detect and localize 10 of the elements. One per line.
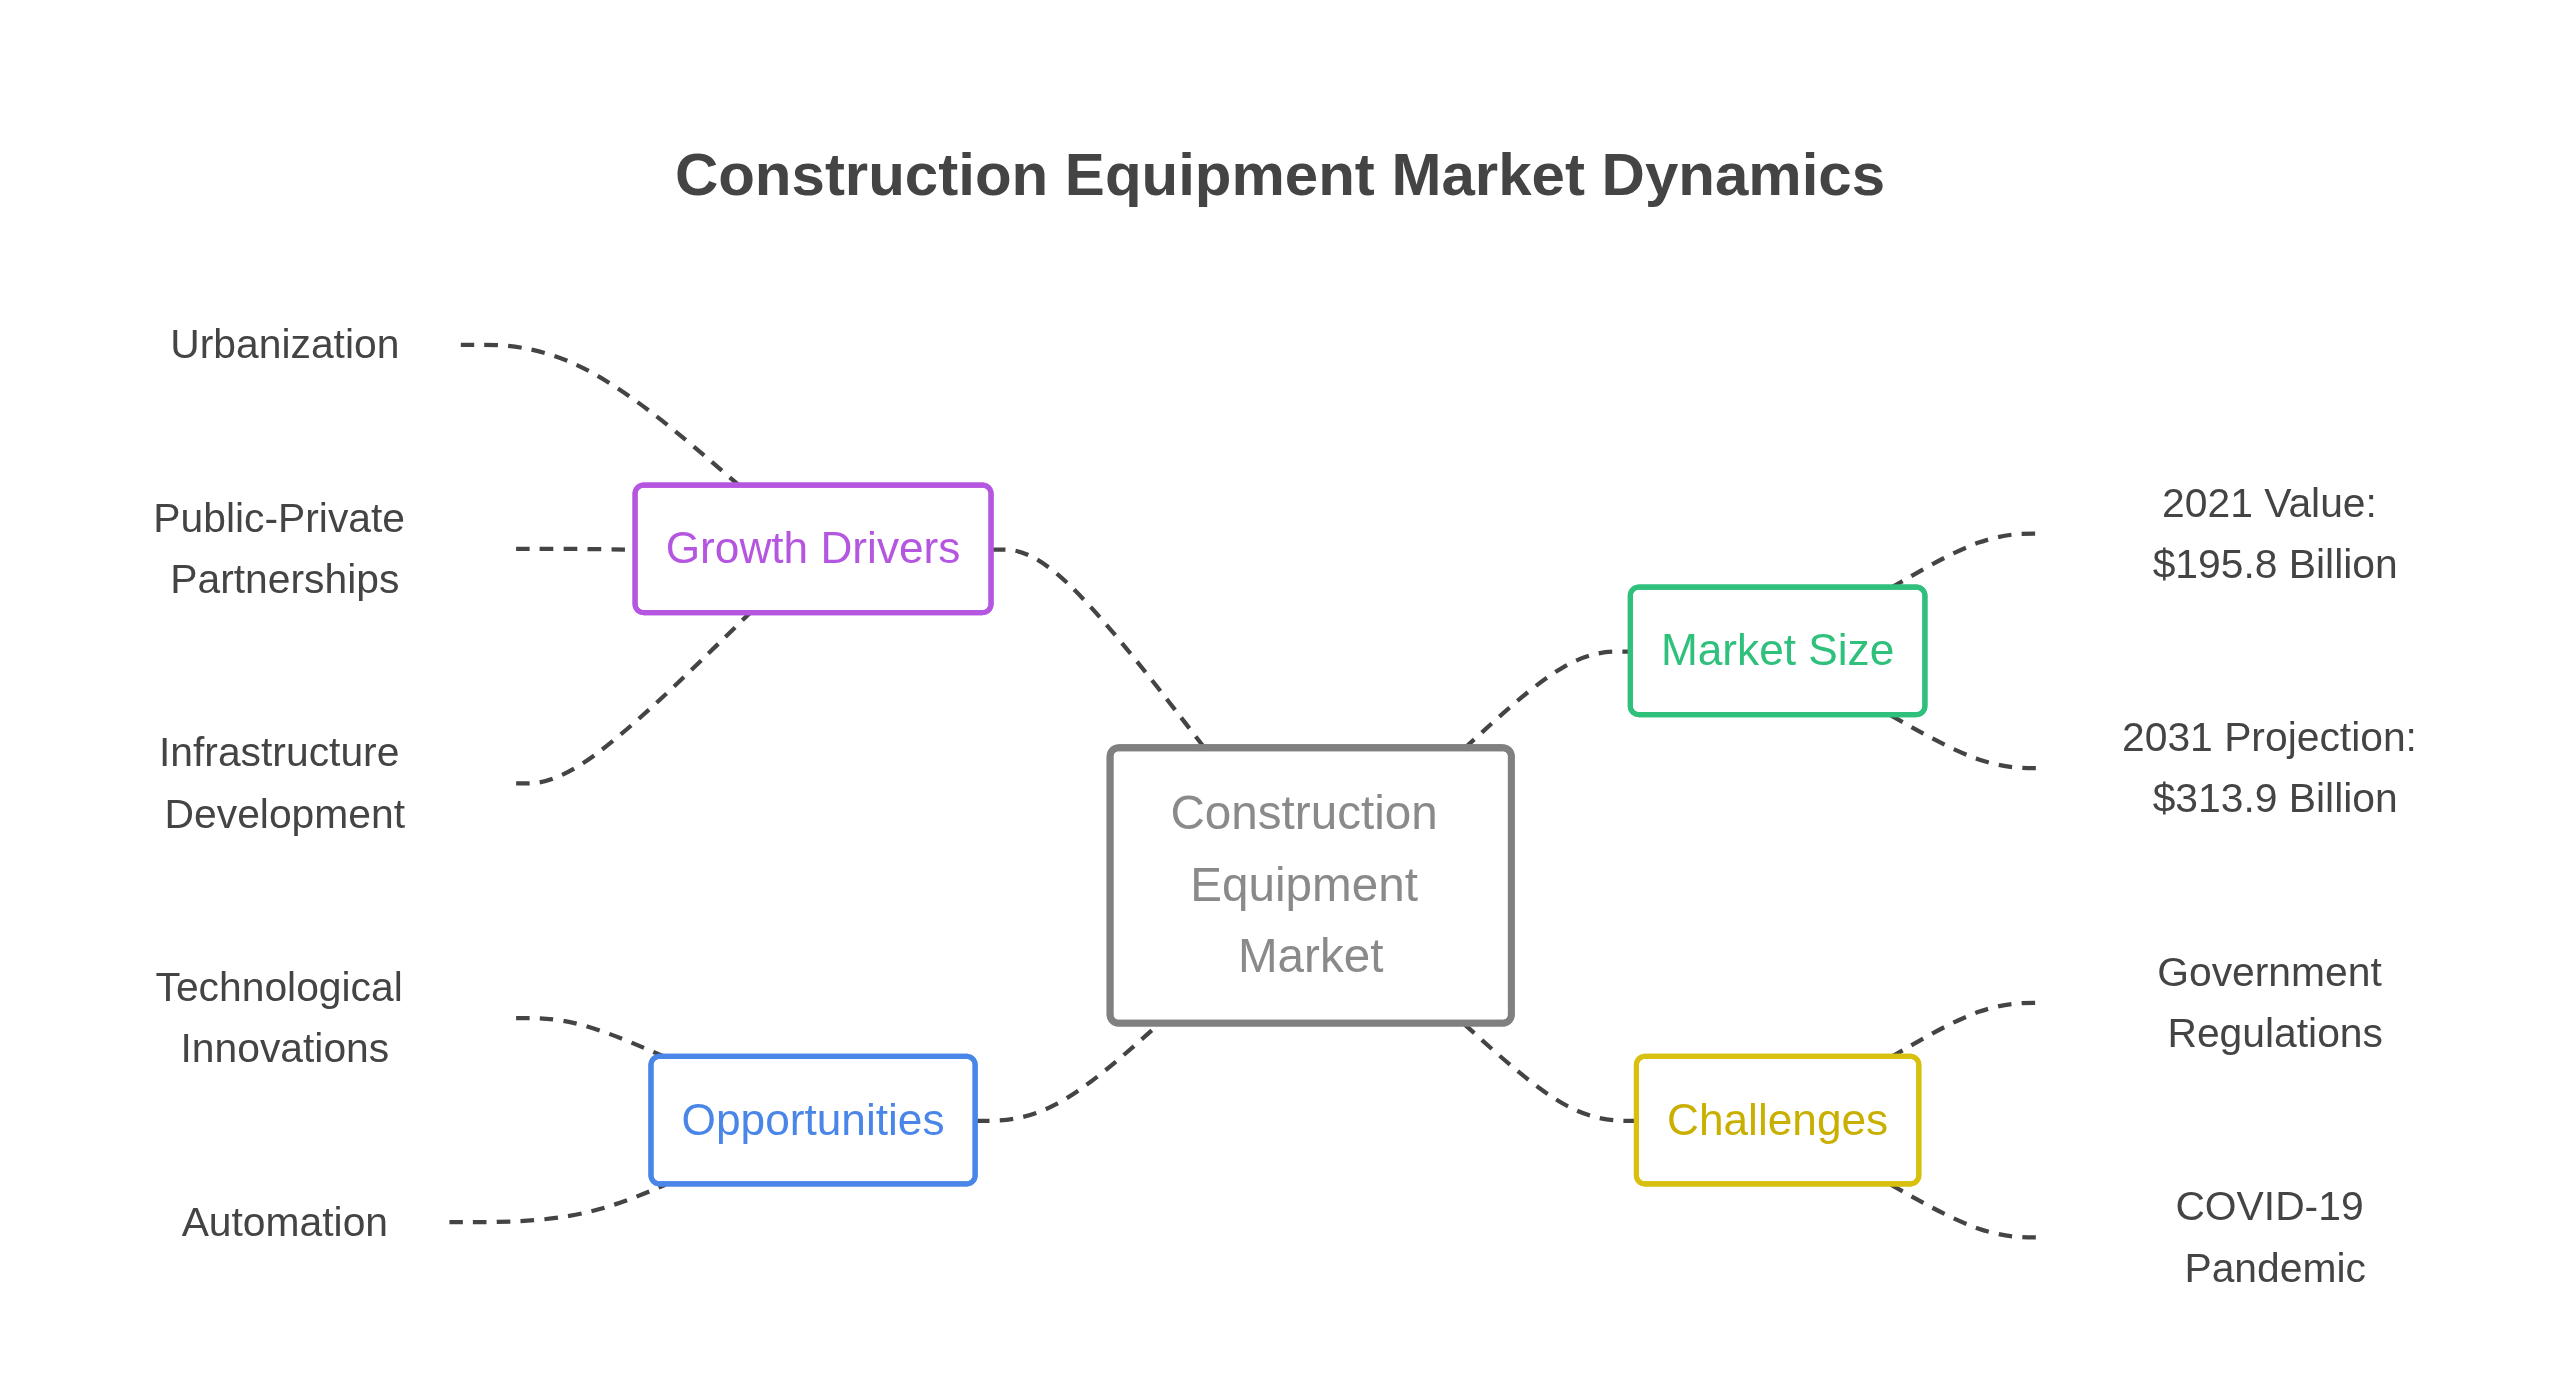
- node-text: 2031 Projection: $313.9 Billion: [2122, 713, 2417, 821]
- node-text: Public-Private Partnerships: [153, 494, 406, 602]
- node-text: 2021 Value: $195.8 Billion: [2152, 479, 2398, 587]
- node-text: Infrastructure Development: [158, 729, 406, 837]
- node-text: Urbanization: [170, 321, 400, 367]
- node-text: Technological Innovations: [155, 963, 403, 1071]
- node-text: Automation: [181, 1198, 389, 1245]
- node-text: Government Regulations: [2157, 948, 2383, 1056]
- diagram-title: Construction Equipment Market Dynamics: [673, 140, 1887, 209]
- node-text: COVID-19 Pandemic: [2175, 1183, 2366, 1291]
